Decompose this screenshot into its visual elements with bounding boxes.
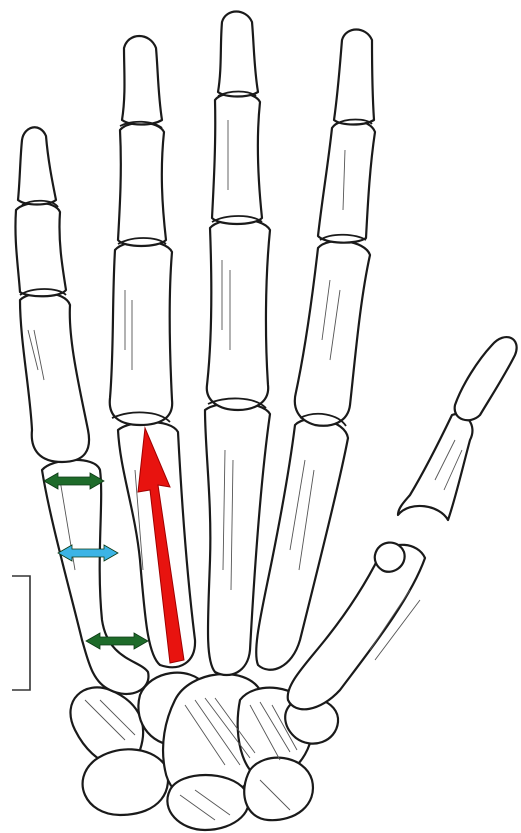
proximal-phalanx-ii [295, 241, 370, 426]
distal-phalanx-ii [334, 30, 374, 125]
index-finger [256, 30, 375, 670]
proximal-phalanx-iii [207, 219, 270, 410]
middle-phalanx-iv [118, 123, 166, 246]
carpal-scaphoid [83, 749, 168, 815]
middle-phalanx-iii [212, 93, 262, 224]
proximal-phalanx-iv [110, 241, 172, 425]
middle-finger [205, 12, 270, 676]
distal-phalanx-v [18, 127, 56, 204]
green-width-arrow-bottom [86, 633, 148, 649]
middle-phalanx-v [15, 203, 66, 297]
distal-phalanx-iv [122, 36, 162, 125]
carpal-lunate [167, 775, 248, 830]
proximal-phalanx-i [398, 414, 472, 520]
distal-phalanx-i [455, 337, 517, 420]
carpal-triquetrum [244, 758, 313, 821]
sesamoid-bone [375, 543, 405, 572]
left-bracket [12, 576, 30, 690]
ring-finger [110, 36, 195, 667]
distal-phalanx-iii [218, 12, 258, 97]
proximal-phalanx-v [20, 293, 89, 462]
middle-phalanx-ii [318, 120, 375, 243]
